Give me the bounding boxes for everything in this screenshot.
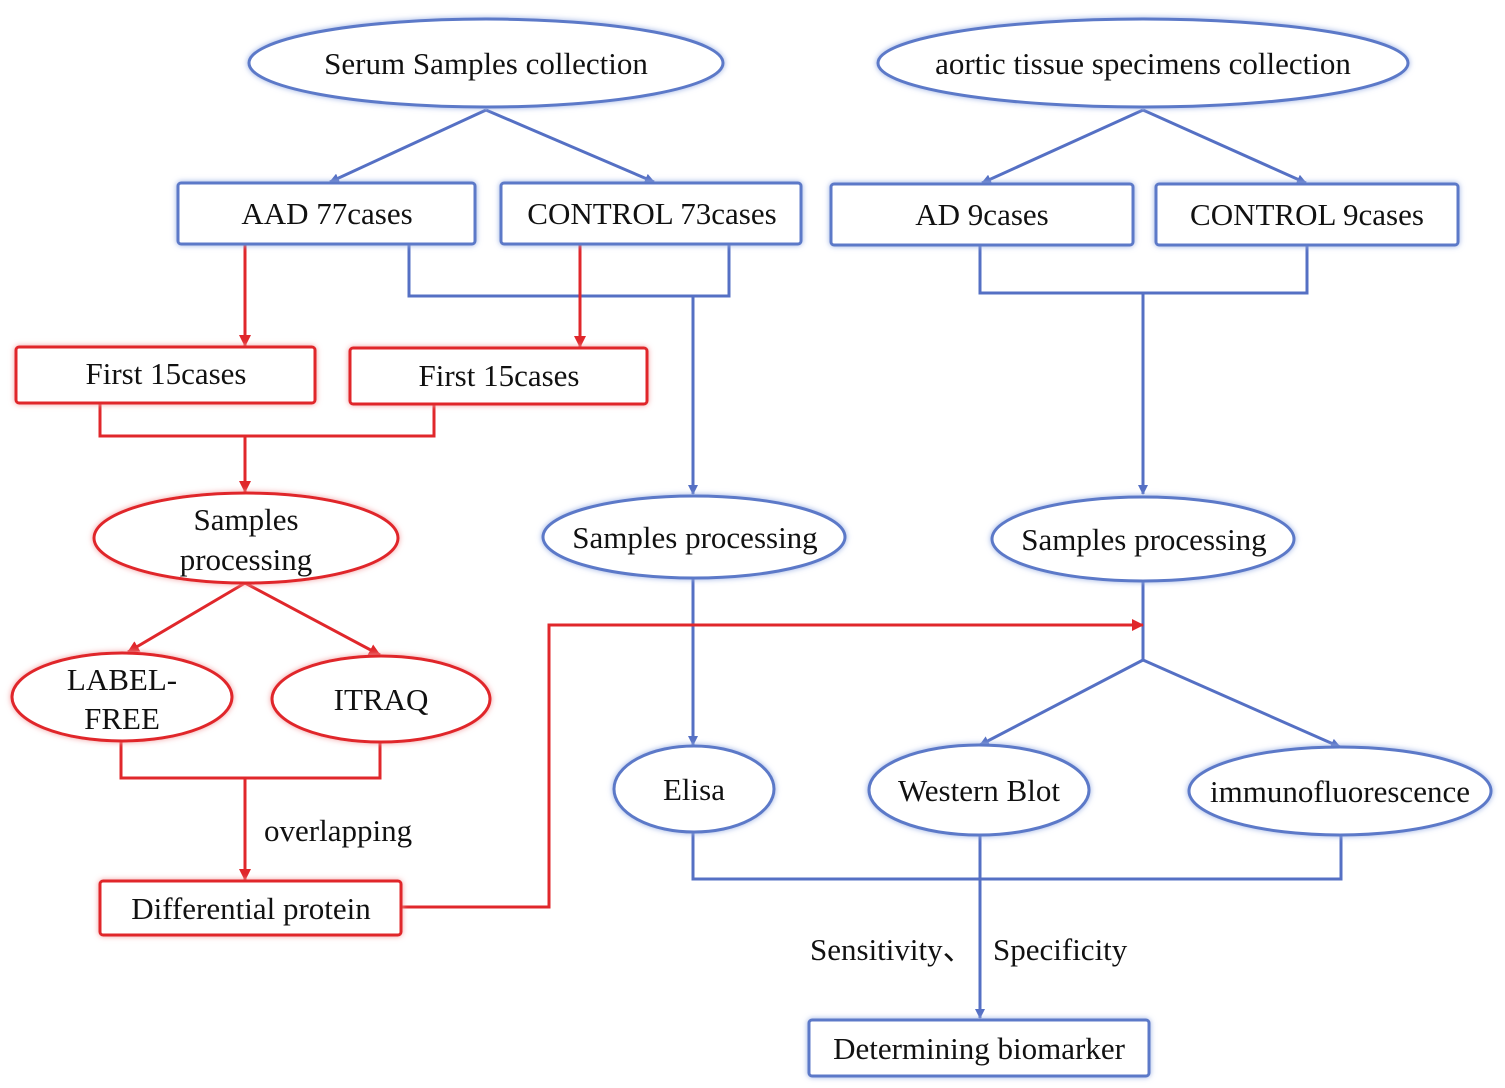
sensitivity-label: Sensitivity、 — [810, 932, 974, 967]
edge-serum-to-aad — [329, 108, 487, 184]
biomarker-label: Determining biomarker — [833, 1031, 1125, 1066]
red-processing-label-line1: Samples — [193, 502, 298, 537]
edge-first-cases-merge — [98, 404, 436, 438]
edge-aortic-to-ad — [981, 108, 1144, 185]
label-free-node: LABEL- FREE — [10, 651, 234, 743]
serum-collection-label: Serum Samples collection — [324, 46, 648, 81]
edge-aortic-to-control — [1142, 108, 1307, 185]
itraq-node: ITRAQ — [270, 654, 492, 744]
control-serum-label: CONTROL 73cases — [527, 196, 776, 231]
control-tissue-node: CONTROL 9cases — [1154, 182, 1460, 247]
differential-label: Differential protein — [131, 891, 371, 926]
specificity-label: Specificity — [993, 932, 1128, 967]
elisa-label: Elisa — [663, 772, 725, 807]
western-node: Western Blot — [867, 743, 1091, 837]
edge-to-western — [979, 658, 1144, 747]
first-aad-label: First 15cases — [85, 356, 246, 391]
elisa-node: Elisa — [612, 744, 776, 834]
label-free-label-line1: LABEL- — [67, 662, 177, 697]
ad-cases-label: AD 9cases — [915, 197, 1048, 232]
differential-node: Differential protein — [98, 879, 403, 937]
blue-edges — [329, 108, 1343, 1019]
edge-to-immuno — [1142, 658, 1341, 749]
aortic-collection-node: aortic tissue specimens collection — [876, 17, 1410, 109]
red-processing-node: Samples processing — [92, 491, 400, 585]
overlapping-label: overlapping — [264, 813, 412, 848]
first-aad-node: First 15cases — [14, 345, 317, 405]
itraq-label: ITRAQ — [334, 682, 429, 717]
edge-validation-merge — [691, 832, 1343, 881]
aortic-collection-label: aortic tissue specimens collection — [935, 46, 1351, 81]
aad-cases-node: AAD 77cases — [176, 181, 477, 246]
edge-differential-to-validation — [402, 619, 1144, 909]
edge-processing-to-itraq — [244, 581, 381, 657]
control-serum-node: CONTROL 73cases — [499, 181, 803, 246]
western-label: Western Blot — [898, 773, 1060, 808]
edge-processing-to-labelfree — [127, 581, 246, 654]
aad-cases-label: AAD 77cases — [241, 196, 412, 231]
ad-cases-node: AD 9cases — [829, 182, 1135, 247]
first-control-label: First 15cases — [418, 358, 579, 393]
tissue-processing-node: Samples processing — [990, 495, 1296, 583]
red-processing-label-line2: processing — [180, 542, 313, 577]
first-control-node: First 15cases — [348, 346, 649, 406]
biomarker-node: Determining biomarker — [807, 1018, 1151, 1078]
edge-tissue-groups-merge — [978, 246, 1309, 295]
red-edges — [98, 245, 1144, 909]
label-free-label-line2: FREE — [84, 701, 160, 736]
serum-processing-node: Samples processing — [541, 494, 847, 580]
serum-processing-label: Samples processing — [572, 520, 817, 555]
immuno-node: immunofluorescence — [1187, 745, 1493, 837]
tissue-processing-label: Samples processing — [1021, 522, 1266, 557]
control-tissue-label: CONTROL 9cases — [1190, 197, 1424, 232]
edge-quant-merge — [119, 742, 382, 780]
edge-serum-to-control — [485, 108, 655, 184]
edge-serum-groups-merge — [407, 245, 731, 298]
immuno-label: immunofluorescence — [1210, 774, 1470, 809]
serum-collection-node: Serum Samples collection — [247, 17, 725, 109]
